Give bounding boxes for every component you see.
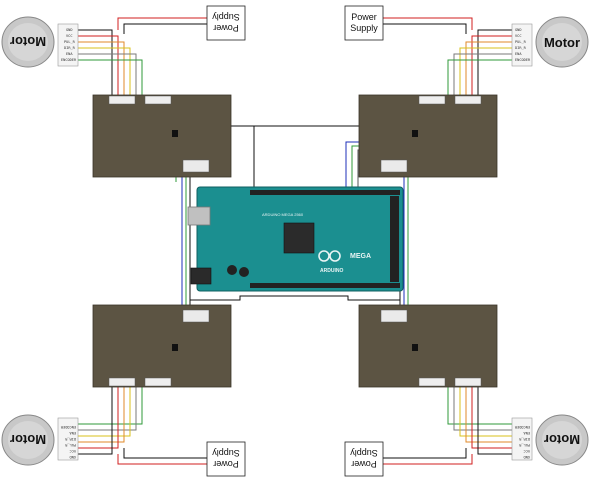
motor-top-left: Motor: [1, 16, 79, 68]
power-supply-label: Power: [213, 459, 239, 469]
pin-label: GND: [70, 455, 77, 459]
pin-label: VCC: [515, 34, 522, 38]
power-jack: [190, 267, 212, 285]
motor-bottom-right: Motor: [511, 414, 589, 466]
pin-label: PUL_R: [518, 443, 530, 447]
arduino-brand: ARDUINO: [320, 268, 343, 274]
pin-label: GND: [515, 28, 522, 32]
pin-label: ENA: [69, 431, 76, 435]
driver-board-bottom-left: [92, 304, 232, 388]
pin-label: ENCODER: [514, 425, 530, 429]
arduino-board-name: ARDUINO MEGA 2560: [262, 212, 304, 217]
pin-label: ENCODER: [515, 58, 531, 62]
pin-label: ENCODER: [61, 58, 77, 62]
capacitor: [227, 265, 237, 275]
capacitor: [239, 267, 249, 277]
motor-pin-labels: GND VCC PUL_R DIR_R ENA ENCODER GND VCC …: [60, 28, 531, 459]
motor-label: Motor: [544, 432, 580, 447]
arduino-logo: [318, 250, 341, 262]
power-supply-label: Power: [213, 23, 239, 33]
pin-label: PUL_R: [64, 40, 76, 44]
power-supply-label: Supply: [350, 448, 378, 458]
pin-label: DIR_R: [518, 437, 530, 441]
power-supply-label: Supply: [350, 23, 378, 33]
pin-label: VCC: [524, 449, 531, 453]
pin-label: DIR_R: [64, 46, 76, 50]
motor-wires: [78, 17, 512, 465]
arduino-model: MEGA: [350, 253, 371, 260]
motor-top-right: Motor: [511, 16, 589, 68]
pin-label: VCC: [70, 449, 77, 453]
pin-label: GND: [524, 455, 531, 459]
power-supply-label: Supply: [212, 448, 240, 458]
wire-b-black: [190, 295, 400, 301]
pin-label: ENA: [515, 52, 522, 56]
pin-label: ENCODER: [60, 425, 76, 429]
power-supply-top-right: Power Supply: [344, 5, 384, 41]
motor-label: Motor: [10, 432, 46, 447]
pin-label: ENA: [523, 431, 530, 435]
pin-label: DIR_R: [64, 437, 76, 441]
pin-label: ENA: [66, 52, 73, 56]
pin-label: PUL_R: [64, 443, 76, 447]
pin-label: DIR_R: [515, 46, 527, 50]
power-supply-bottom-left: Power Supply: [206, 441, 246, 477]
power-supply-bottom-right: Power Supply: [344, 441, 384, 477]
power-supply-label: Power: [351, 12, 377, 22]
pin-label: VCC: [66, 34, 73, 38]
driver-board-top-left: [92, 94, 232, 178]
power-supply-top-left: Power Supply: [206, 5, 246, 41]
driver-board-bottom-right: [358, 304, 498, 388]
motor-label: Motor: [544, 35, 580, 50]
motor-bottom-left: Motor: [1, 414, 79, 466]
power-supply-label: Power: [351, 459, 377, 469]
pin-label: GND: [66, 28, 73, 32]
power-supply-label: Supply: [212, 12, 240, 22]
arduino-mega-board: ARDUINO MEGA ARDUINO MEGA 2560: [187, 186, 404, 292]
driver-board-top-right: [358, 94, 498, 178]
usb-port: [187, 206, 211, 226]
mcu-chip: [283, 222, 315, 254]
pin-label: PUL_R: [515, 40, 527, 44]
motor-label: Motor: [10, 34, 46, 49]
